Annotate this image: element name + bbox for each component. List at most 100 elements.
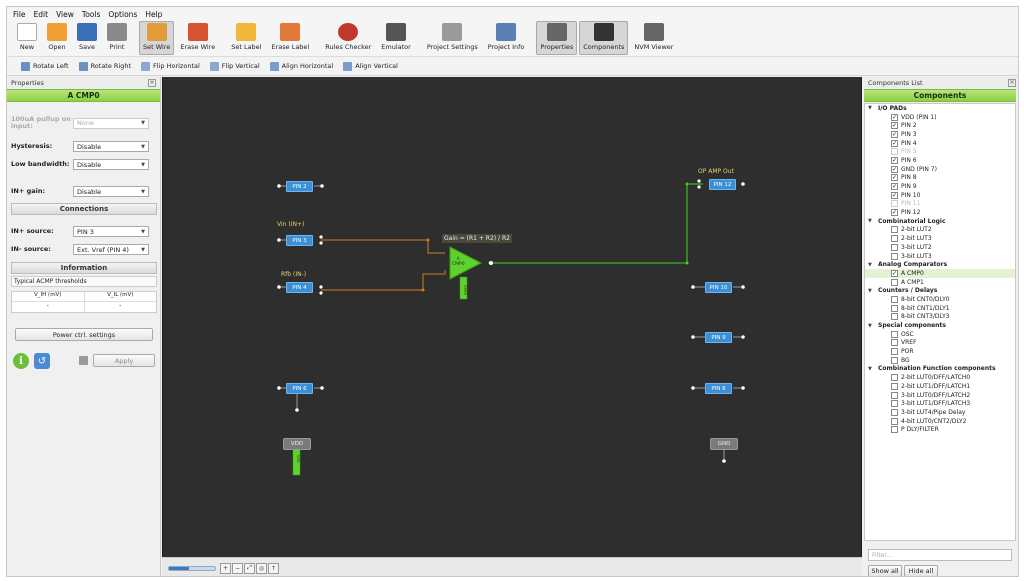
tree-group[interactable]: ▼Analog Comparators (868, 261, 948, 269)
tree-item[interactable]: ✓PIN 3 (891, 130, 917, 138)
print-button[interactable]: Print (103, 21, 131, 55)
gain-formula-label[interactable]: Gain = (R1 + R2) / R2 (442, 234, 512, 243)
tree-item[interactable]: ✓PIN 12 (891, 209, 921, 217)
tree-item[interactable]: ✓PIN 6 (891, 156, 917, 164)
hysteresis-select[interactable]: Disable▼ (73, 141, 149, 152)
undo-icon[interactable]: ↺ (34, 353, 50, 369)
tree-group[interactable]: ▼I/O PADs (868, 104, 907, 112)
expand-triangle-icon[interactable]: ▼ (868, 261, 872, 268)
checkbox[interactable] (891, 339, 898, 347)
pin-3[interactable]: PIN 3 (286, 235, 313, 246)
tree-item[interactable]: 2-bit LUT1/DFF/LATCH1 (865, 382, 1015, 391)
tree-item[interactable]: ✓PIN 9 (891, 183, 917, 191)
in-plus-source-select[interactable]: PIN 3▼ (73, 226, 149, 237)
menu-file[interactable]: File (13, 9, 26, 19)
checkbox[interactable] (891, 313, 898, 321)
pin-12[interactable]: PIN 12 (709, 179, 736, 190)
tree-item[interactable]: 2-bit LUT0/DFF/LATCH0 (865, 373, 1015, 382)
checkbox[interactable] (891, 304, 898, 312)
project-info-button[interactable]: Project Info (484, 21, 529, 55)
close-icon[interactable]: × (1008, 79, 1016, 87)
emulator-button[interactable]: Emulator (377, 21, 415, 55)
rotate-right-button[interactable]: Rotate Right (78, 61, 131, 71)
tree-item[interactable]: 2-bit LUT2 (865, 226, 1015, 235)
align-horizontal-button[interactable]: Align Horizontal (269, 61, 333, 71)
tree-item[interactable]: 8-bit CNT0/DLY0 (865, 295, 1015, 304)
checkbox[interactable]: ✓ (891, 183, 898, 191)
vdd-block[interactable]: VDD (283, 438, 311, 450)
open-button[interactable]: Open (43, 21, 71, 55)
pin-10[interactable]: PIN 10 (705, 282, 732, 293)
checkbox[interactable] (891, 278, 898, 286)
set-label-button[interactable]: Set Label (227, 21, 265, 55)
checkbox[interactable] (891, 417, 898, 425)
low-bandwidth-select[interactable]: Disable▼ (73, 159, 149, 170)
checkbox[interactable] (891, 374, 898, 382)
tree-item[interactable]: ✓VDD (PIN 1) (891, 113, 937, 121)
checkbox[interactable] (891, 426, 898, 434)
checkbox[interactable]: ✓ (891, 113, 898, 121)
tree-item[interactable]: 3-bit LUT0/DFF/LATCH2 (865, 391, 1015, 400)
checkbox[interactable]: ✓ (891, 139, 898, 147)
pin-9[interactable]: PIN 9 (705, 332, 732, 343)
checkbox[interactable]: ✓ (891, 191, 898, 199)
filter-input[interactable]: Filter... (868, 549, 1012, 561)
tree-item[interactable]: BG (865, 356, 1015, 365)
nvm-viewer-button[interactable]: NVM Viewer (630, 21, 677, 55)
checkbox[interactable] (891, 330, 898, 338)
zoom-in-icon[interactable]: + (220, 562, 231, 574)
components-button[interactable]: Components (579, 21, 629, 55)
menu-view[interactable]: View (56, 9, 74, 19)
tree-item[interactable]: PIN 11 (865, 200, 1015, 209)
tree-group[interactable]: ▼Special components (868, 322, 946, 330)
tree-item[interactable]: 8-bit CNT1/DLY1 (865, 304, 1015, 313)
schematic-canvas[interactable]: PIN 2 PIN 3 PIN 4 PIN 6 PIN 12 PIN 10 PI… (162, 77, 862, 557)
in-minus-source-select[interactable]: Ext. Vref (PIN 4)▼ (73, 244, 149, 255)
fit-view-icon[interactable]: ⤢ (244, 562, 255, 574)
wire-cmp-to-pin12[interactable] (488, 183, 691, 264)
erase-label-button[interactable]: Erase Label (267, 21, 313, 55)
tree-item[interactable]: ✓PIN 8 (891, 174, 917, 182)
tree-item[interactable]: PIN 5 (865, 147, 1015, 156)
menu-tools[interactable]: Tools (81, 9, 101, 19)
expand-triangle-icon[interactable]: ▼ (868, 218, 872, 225)
tree-item[interactable]: OSC (865, 330, 1015, 339)
set-wire-button[interactable]: Set Wire (139, 21, 175, 55)
in-gain-select[interactable]: Disable▼ (73, 186, 149, 197)
tree-item[interactable]: POR (865, 347, 1015, 356)
checkbox[interactable] (891, 391, 898, 399)
tree-item[interactable]: 3-bit LUT4/Pipe Delay (865, 408, 1015, 417)
checkbox[interactable] (891, 252, 898, 260)
tree-item[interactable]: ✓PIN 4 (891, 139, 917, 147)
checkbox[interactable]: ✓ (891, 209, 898, 217)
tree-item[interactable]: ✓PIN 2 (891, 122, 917, 130)
tree-item[interactable]: ✓GND (PIN 7) (891, 165, 937, 173)
erase-wire-button[interactable]: Erase Wire (176, 21, 219, 55)
tree-item[interactable]: 4-bit LUT0/CNT2/DLY2 (865, 417, 1015, 426)
tree-item[interactable]: A CMP1 (865, 278, 1015, 287)
tree-group[interactable]: ▼Combinatorial Logic (868, 217, 946, 225)
tree-item[interactable]: 8-bit CNT3/DLY3 (865, 313, 1015, 322)
checkbox[interactable] (891, 382, 898, 390)
tree-item[interactable]: 3-bit LUT2 (865, 243, 1015, 252)
new-button[interactable]: New (13, 21, 41, 55)
cmp-vertical-block[interactable] (459, 276, 468, 300)
checkbox[interactable]: ✓ (891, 156, 898, 164)
close-icon[interactable]: × (148, 79, 156, 87)
pin-8[interactable]: PIN 8 (705, 383, 732, 394)
label-rfb[interactable]: Rfb (IN-) (281, 271, 307, 278)
checkbox[interactable] (891, 226, 898, 234)
checkbox[interactable]: ✓ (891, 269, 898, 277)
checkbox[interactable]: ✓ (891, 165, 898, 173)
checkbox[interactable] (891, 348, 898, 356)
rotate-left-button[interactable]: Rotate Left (21, 61, 69, 71)
comparator-symbol[interactable] (449, 246, 483, 280)
checkbox[interactable] (891, 408, 898, 416)
checkbox[interactable] (891, 400, 898, 408)
checkbox[interactable] (891, 235, 898, 243)
tree-item[interactable]: ✓PIN 10 (891, 191, 921, 199)
checkbox[interactable] (891, 148, 898, 156)
tree-item[interactable]: ✓A CMP0 (865, 269, 1015, 278)
tree-item[interactable]: VREF (865, 339, 1015, 348)
checkbox[interactable]: ✓ (891, 130, 898, 138)
